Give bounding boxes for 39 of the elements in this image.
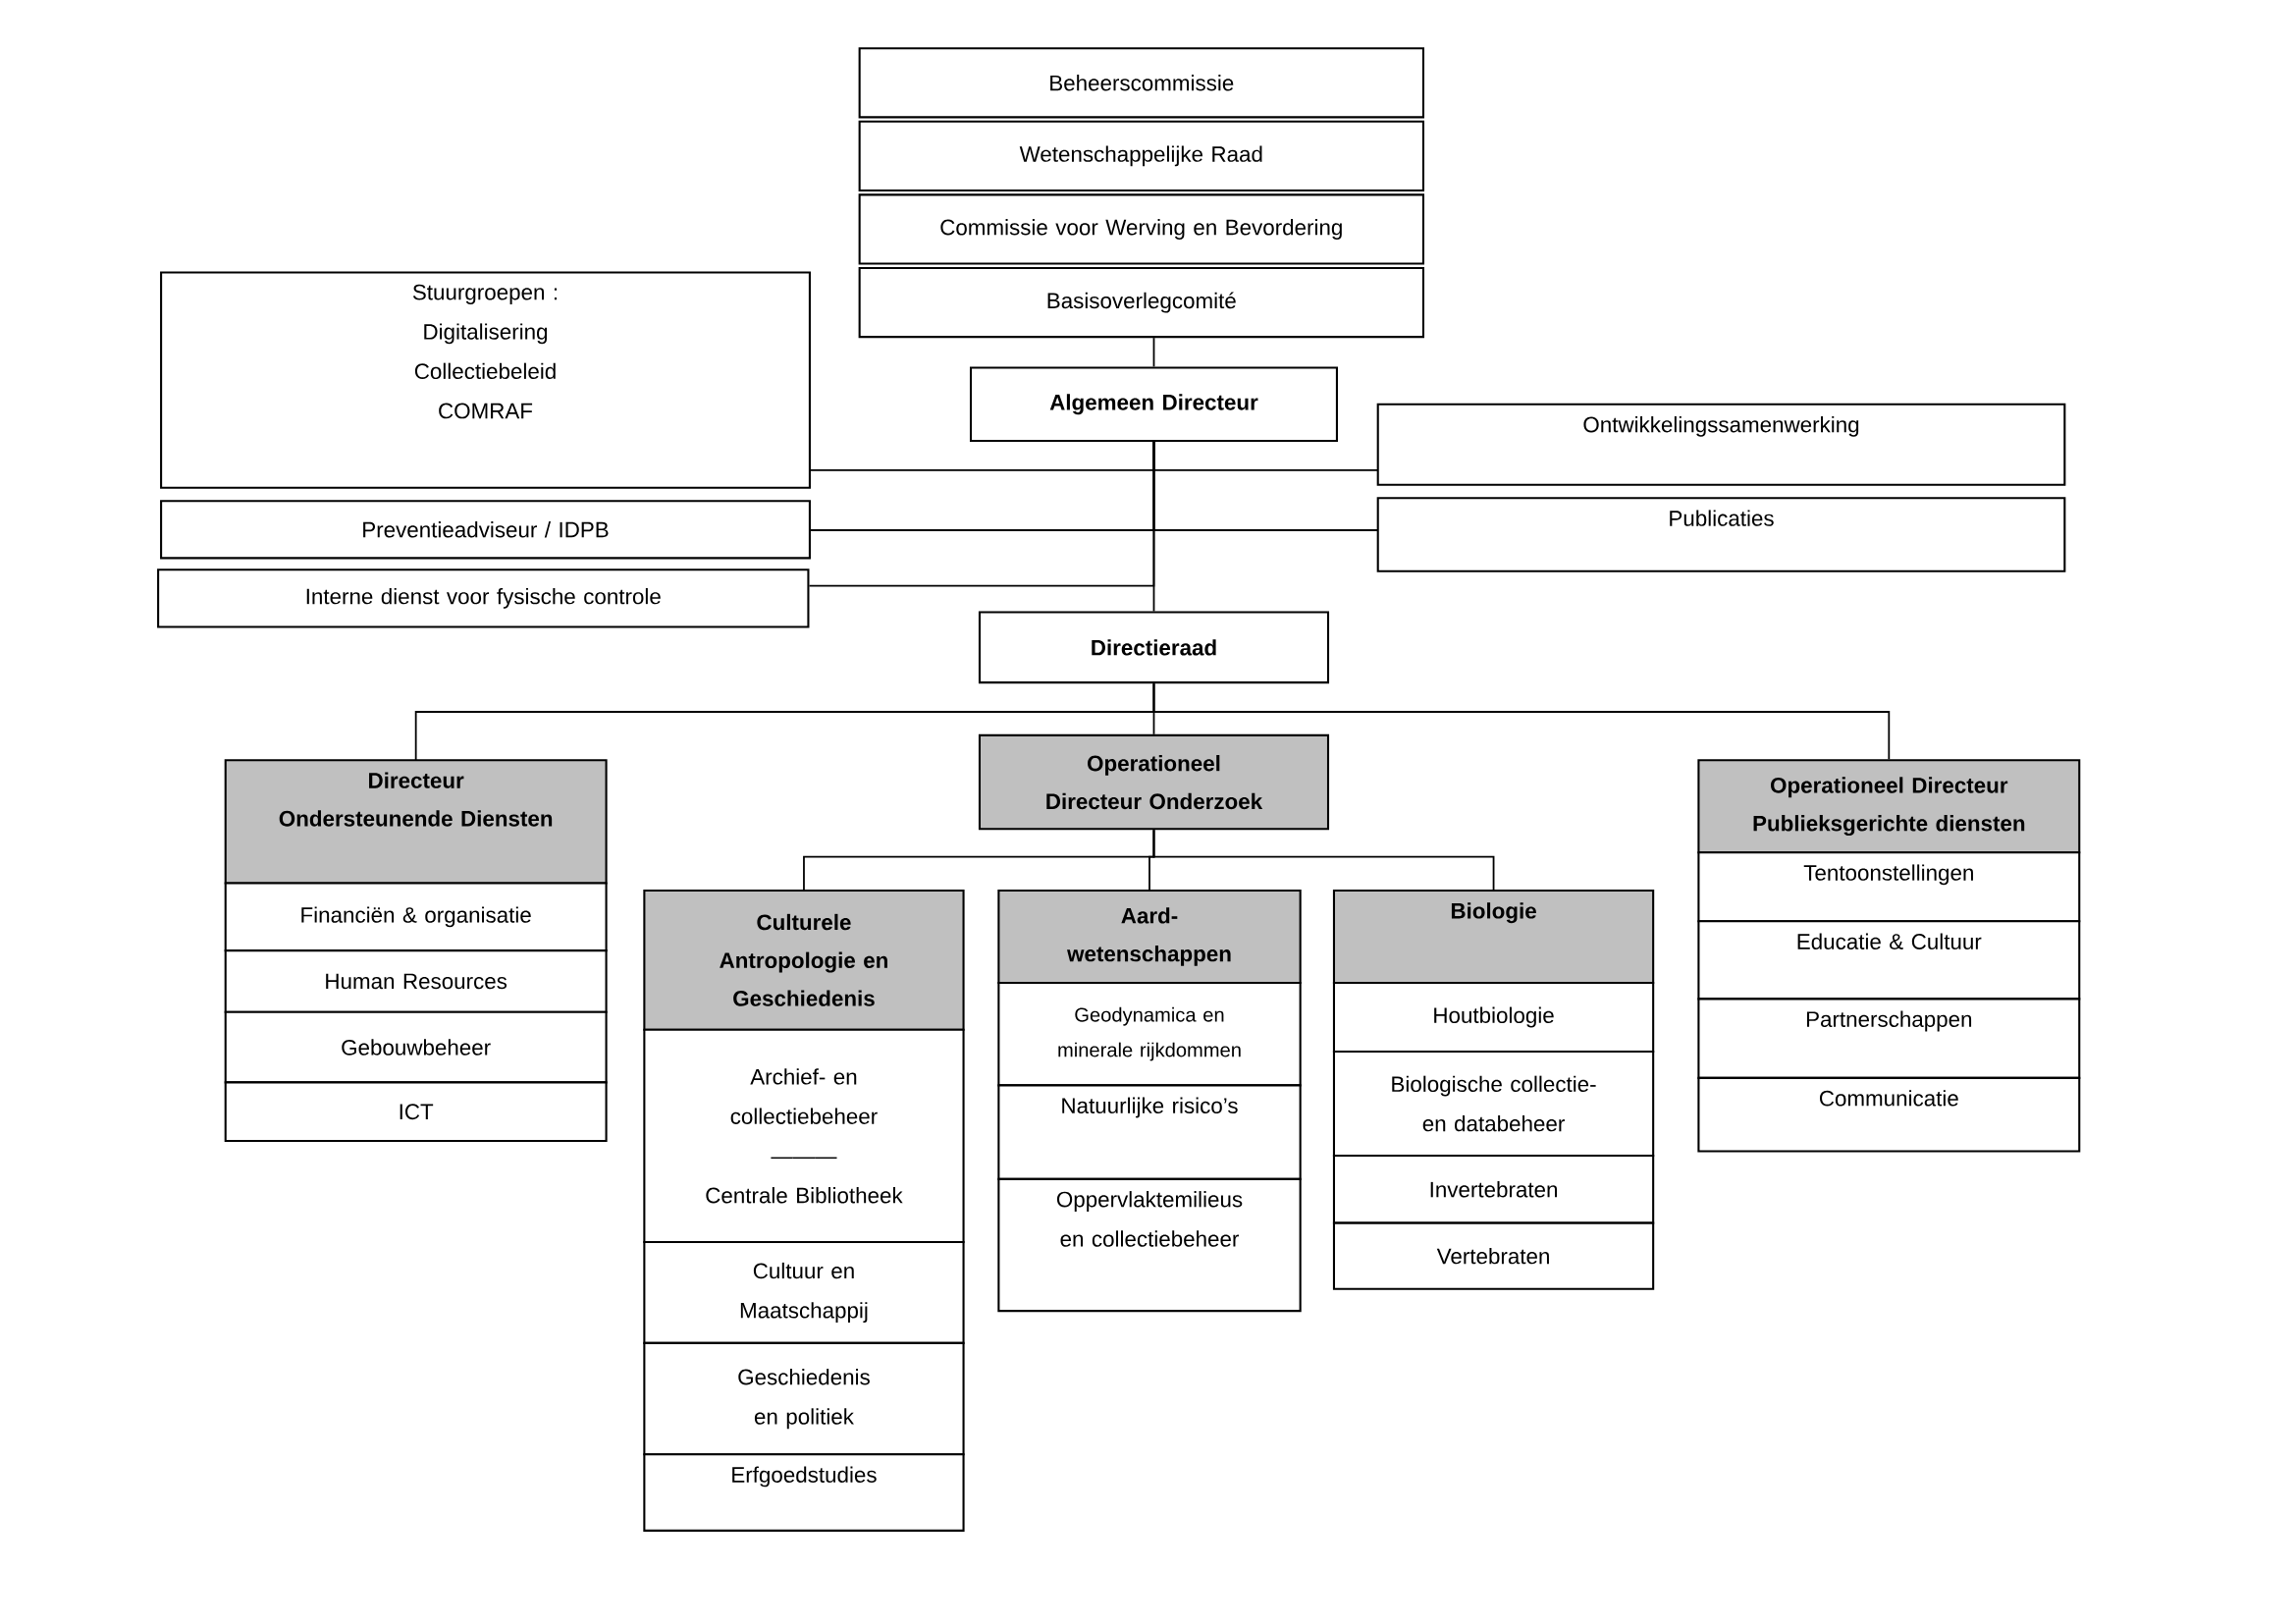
box: Gebouwbeheer	[224, 1010, 608, 1084]
box: Basisoverlegcomité	[858, 266, 1424, 338]
box: Geodynamica en minerale rijkdommen	[997, 981, 1302, 1087]
box: Biologische collectie- en databeheer	[1332, 1050, 1655, 1157]
box: Beheerscommissie	[858, 47, 1424, 119]
box: Tentoonstellingen	[1697, 851, 2081, 923]
box: Natuurlijke risico’s	[997, 1084, 1302, 1180]
box: Oppervlaktemilieus en collectiebeheer	[997, 1177, 1302, 1312]
box: ICT	[224, 1081, 608, 1142]
box: Educatie & Cultuur	[1697, 920, 2081, 1001]
box: Directieraad	[978, 611, 1330, 684]
box: Partnerschappen	[1697, 998, 2081, 1079]
box: Financiën & organisatie	[224, 882, 608, 952]
header-box: Aard-wetenschappen	[997, 889, 1302, 984]
box: Commissie voor Werving en Bevordering	[858, 193, 1424, 265]
box: Ontwikkelingssamenwerking	[1376, 403, 2066, 486]
box: Interne dienst voor fysische controle	[157, 568, 810, 628]
box: Stuurgroepen : Digitalisering Collectiebeleid COMRAF	[160, 271, 811, 489]
box: Algemeen Directeur	[969, 366, 1338, 442]
header-box: Directeur Ondersteunende Diensten	[224, 759, 608, 885]
box: Erfgoedstudies	[643, 1453, 965, 1532]
connector-line	[1152, 441, 1155, 613]
header-box: Operationeel Directeur Onderzoek	[978, 733, 1330, 831]
connector-line	[1152, 829, 1495, 892]
connector-line	[1152, 682, 1891, 760]
connector-line	[1152, 337, 1155, 368]
box: Publicaties	[1376, 497, 2066, 572]
box: Invertebraten	[1332, 1154, 1655, 1224]
header-box: Culturele Antropologie en Geschiedenis	[643, 889, 965, 1031]
box: Cultuur en Maatschappij	[643, 1240, 965, 1344]
box: Preventieadviseur / IDPB	[160, 500, 811, 560]
box: Human Resources	[224, 948, 608, 1013]
box: Houtbiologie	[1332, 981, 1655, 1053]
header-box: Biologie	[1332, 889, 1655, 984]
box: Wetenschappelijke Raad	[858, 120, 1424, 191]
header-box: Operationeel Directeur Publieksgerichte diensten	[1697, 759, 2081, 854]
box: Geschiedenis en politiek	[643, 1341, 965, 1456]
box: Vertebraten	[1332, 1221, 1655, 1290]
box: Communicatie	[1697, 1076, 2081, 1153]
